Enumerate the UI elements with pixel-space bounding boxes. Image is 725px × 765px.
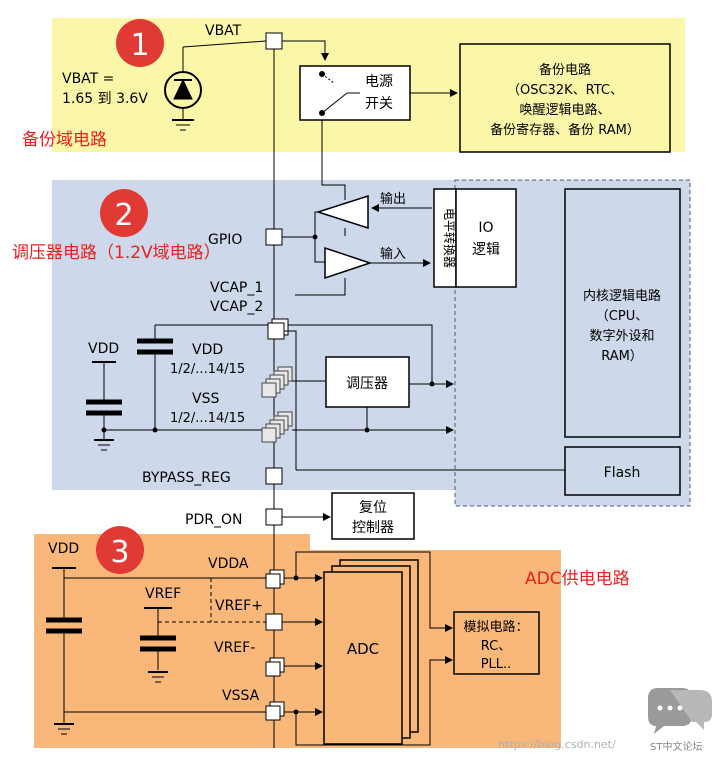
pdr-on-pin xyxy=(265,508,283,526)
vref-label: VREF xyxy=(145,586,181,602)
switch-icon xyxy=(319,71,360,116)
regulator-block xyxy=(325,356,410,408)
core-logic-line2: （CPU、 xyxy=(596,309,648,324)
battery-source-icon xyxy=(164,40,267,131)
level-shifter-label: 电平转换器 xyxy=(442,208,457,268)
analog-circuit-line3: PLL.. xyxy=(481,657,512,672)
vcap2-label: VCAP_2 xyxy=(210,299,263,315)
vbat-pin-label: VBAT xyxy=(205,23,242,39)
vdd-pins-stack xyxy=(261,366,293,398)
vbat-range-line1: VBAT = xyxy=(62,71,114,87)
vref-plus-pin xyxy=(265,613,283,631)
output-buffer-icon xyxy=(315,194,369,230)
power-switch-label-1: 电源 xyxy=(365,74,393,90)
backup-circuit-line3: 唤醒逻辑电路、 xyxy=(519,102,610,118)
input-label: 输入 xyxy=(380,246,406,262)
backup-circuit-block xyxy=(459,43,671,153)
vref-minus-pin xyxy=(265,657,285,677)
gpio-pin-label: GPIO xyxy=(208,232,242,248)
regulator-label: 调压器 xyxy=(346,376,388,392)
gpio-pin xyxy=(265,228,283,246)
backup-circuit-line4: 备份寄存器、备份 RAM） xyxy=(490,122,640,138)
svg-text:2: 2 xyxy=(114,198,133,233)
vdd-pin-label: VDD xyxy=(192,342,223,358)
io-logic-label-1: IO xyxy=(478,220,493,236)
ground-icon xyxy=(148,671,168,683)
vdd-top-label: VDD xyxy=(88,341,119,357)
adc-domain-title: ADC供电电路 xyxy=(525,569,630,589)
core-logic-line3: 数字外设和 xyxy=(589,329,654,344)
reset-controller-label-2: 控制器 xyxy=(352,520,394,536)
core-logic-block xyxy=(564,188,681,438)
adc-label: ADC xyxy=(347,640,379,658)
vbat-range-line2: 1.65 到 3.6V xyxy=(62,91,148,107)
analog-circuit-block xyxy=(453,611,540,675)
bypass-reg-label: BYPASS_REG xyxy=(142,470,231,486)
ground-icon xyxy=(54,716,74,735)
watermark-brand: ST中文论坛 xyxy=(650,740,702,753)
vref-plus-label: VREF+ xyxy=(215,598,263,614)
output-label: 输出 xyxy=(380,191,406,207)
backup-circuit-line1: 备份电路 xyxy=(539,62,591,78)
svg-text:3: 3 xyxy=(110,535,129,570)
domain-badge-1: 1 xyxy=(116,19,164,67)
backup-domain-title: 备份域电路 xyxy=(22,130,107,150)
vss-pin-numbers: 1/2/...14/15 xyxy=(170,411,245,426)
core-logic-line4: RAM） xyxy=(601,349,643,364)
vssa-pin xyxy=(265,701,285,721)
vdd-bottom-label: VDD xyxy=(48,541,79,557)
ground-icon xyxy=(94,432,114,451)
vref-minus-label: VREF- xyxy=(214,640,255,656)
vbat-pin xyxy=(265,32,283,50)
svg-text:1: 1 xyxy=(130,28,149,63)
vdd-pin-numbers: 1/2/...14/15 xyxy=(170,362,245,377)
vdda-pin xyxy=(265,569,285,589)
io-logic-label-2: 逻辑 xyxy=(472,242,500,258)
domain-badge-2: 2 xyxy=(100,189,148,237)
flash-block xyxy=(564,446,681,496)
vss-pins-stack xyxy=(261,411,293,443)
vdda-label: VDDA xyxy=(208,556,249,572)
flash-label: Flash xyxy=(604,465,641,481)
io-logic-block xyxy=(455,188,517,288)
power-switch-label-2: 开关 xyxy=(365,96,393,112)
watermark-url: https://blog.csdn.net/ xyxy=(498,738,616,751)
reset-controller-block xyxy=(331,492,415,540)
input-buffer-icon xyxy=(324,246,373,280)
reset-controller-label-1: 复位 xyxy=(359,499,387,516)
domain-badge-3: 3 xyxy=(96,526,144,574)
analog-circuit-line2: RC、 xyxy=(481,639,511,654)
bypass-reg-pin xyxy=(265,467,283,485)
vssa-label: VSSA xyxy=(222,688,260,704)
vcap1-label: VCAP_1 xyxy=(210,280,263,296)
chat-bubble-icon xyxy=(648,688,712,734)
regulator-domain-title: 调压器电路（1.2V域电路） xyxy=(12,243,221,263)
core-logic-line1: 内核逻辑电路 xyxy=(583,288,661,304)
adc-block xyxy=(323,571,403,745)
vss-pin-label: VSS xyxy=(192,391,219,407)
backup-circuit-line2: （OSC32K、RTC、 xyxy=(507,83,623,98)
pdr-on-label: PDR_ON xyxy=(185,512,242,528)
analog-circuit-line1: 模拟电路： xyxy=(463,619,528,635)
